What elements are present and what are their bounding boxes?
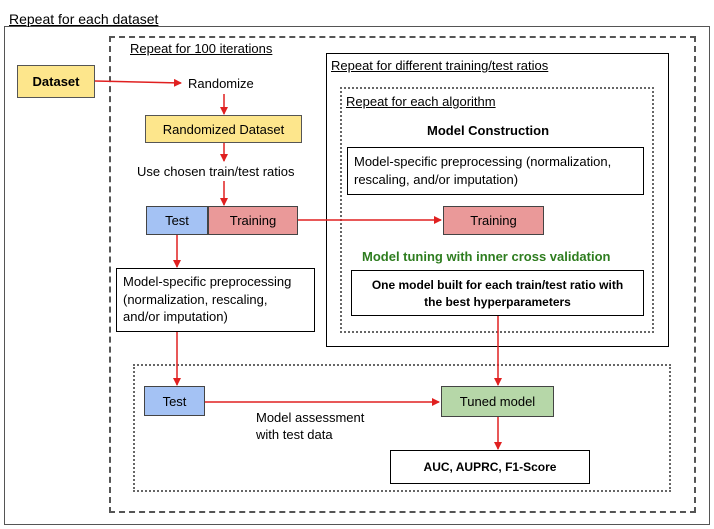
arrow-dataset-randomize [94, 78, 182, 87]
assessment-frame [133, 364, 671, 492]
assessment-line-2: with test data [256, 426, 333, 442]
ratios-frame-label: Repeat for different training/test ratio… [331, 58, 549, 73]
preprocessing-left-line-3: and/or imputation) [123, 309, 228, 325]
one-model-line-2: the best hyperparameters [424, 294, 571, 309]
iterations-frame [109, 36, 696, 513]
preprocessing-left-line-2: (normalization, rescaling, [123, 291, 268, 307]
algorithm-frame [340, 87, 654, 333]
outer-frame-label: Repeat for each dataset [9, 11, 159, 27]
randomized-dataset-box: Randomized Dataset [145, 115, 302, 143]
test-box: Test [146, 206, 208, 235]
randomize-label: Randomize [188, 76, 254, 91]
preprocessing-right-box: Model-specific preprocessing (normalizat… [347, 147, 644, 195]
assessment-label: Model assessment with test data [256, 410, 364, 444]
metrics-box: AUC, AUPRC, F1-Score [390, 450, 590, 484]
model-tuning-label: Model tuning with inner cross validation [362, 249, 611, 264]
iterations-frame-label: Repeat for 100 iterations [130, 41, 273, 56]
dataset-box: Dataset [17, 65, 95, 98]
training-box: Training [208, 206, 298, 235]
one-model-box: One model built for each train/test rati… [351, 270, 644, 316]
outer-frame [4, 26, 710, 525]
preprocessing-right-line-1: Model-specific preprocessing (normalizat… [354, 154, 612, 169]
preprocessing-left-line-1: Model-specific preprocessing [123, 274, 292, 289]
algorithm-frame-label: Repeat for each algorithm [346, 94, 496, 109]
one-model-line-1: One model built for each train/test rati… [371, 278, 624, 292]
assessment-line-1: Model assessment [256, 410, 365, 425]
tuned-model-box: Tuned model [441, 386, 554, 417]
preprocessing-right-line-2: rescaling, and/or imputation) [354, 171, 519, 187]
test-bottom-box: Test [144, 386, 205, 416]
training-right-box: Training [443, 206, 544, 235]
use-ratios-label: Use chosen train/test ratios [137, 164, 295, 179]
preprocessing-left-box: Model-specific preprocessing (normalizat… [116, 268, 315, 332]
model-construction-title: Model Construction [427, 123, 550, 138]
